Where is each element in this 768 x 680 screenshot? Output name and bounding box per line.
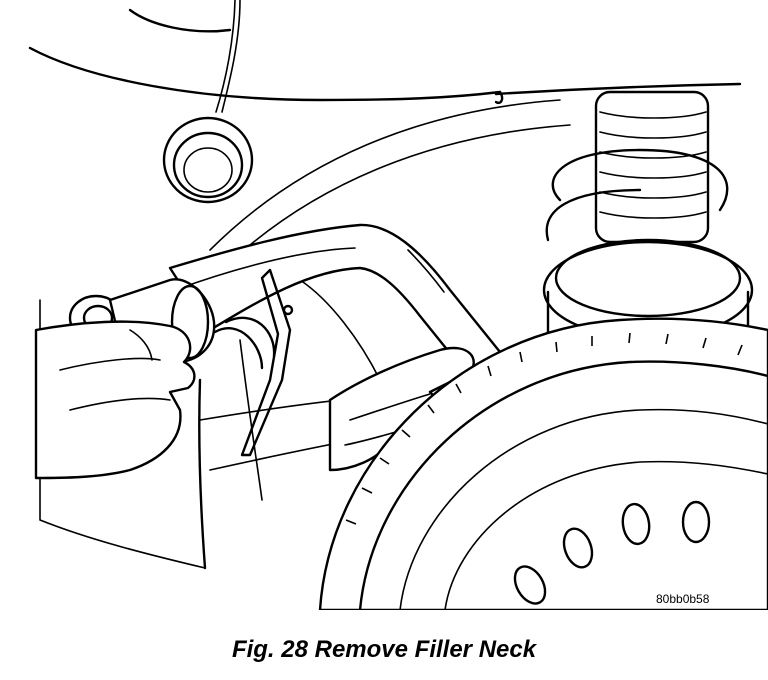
coil-spring: [542, 90, 754, 349]
vent-hose: [213, 268, 294, 457]
filler-neck-illustration: [28, 0, 768, 610]
figure-reference-code: 80bb0b58: [656, 592, 710, 606]
tire-wheel: [318, 317, 768, 610]
quarter-panel: [28, 8, 742, 570]
left-hand: [34, 320, 196, 480]
vent-cap: [162, 0, 254, 204]
figure-caption: Fig. 28 Remove Filler Neck: [231, 636, 537, 663]
